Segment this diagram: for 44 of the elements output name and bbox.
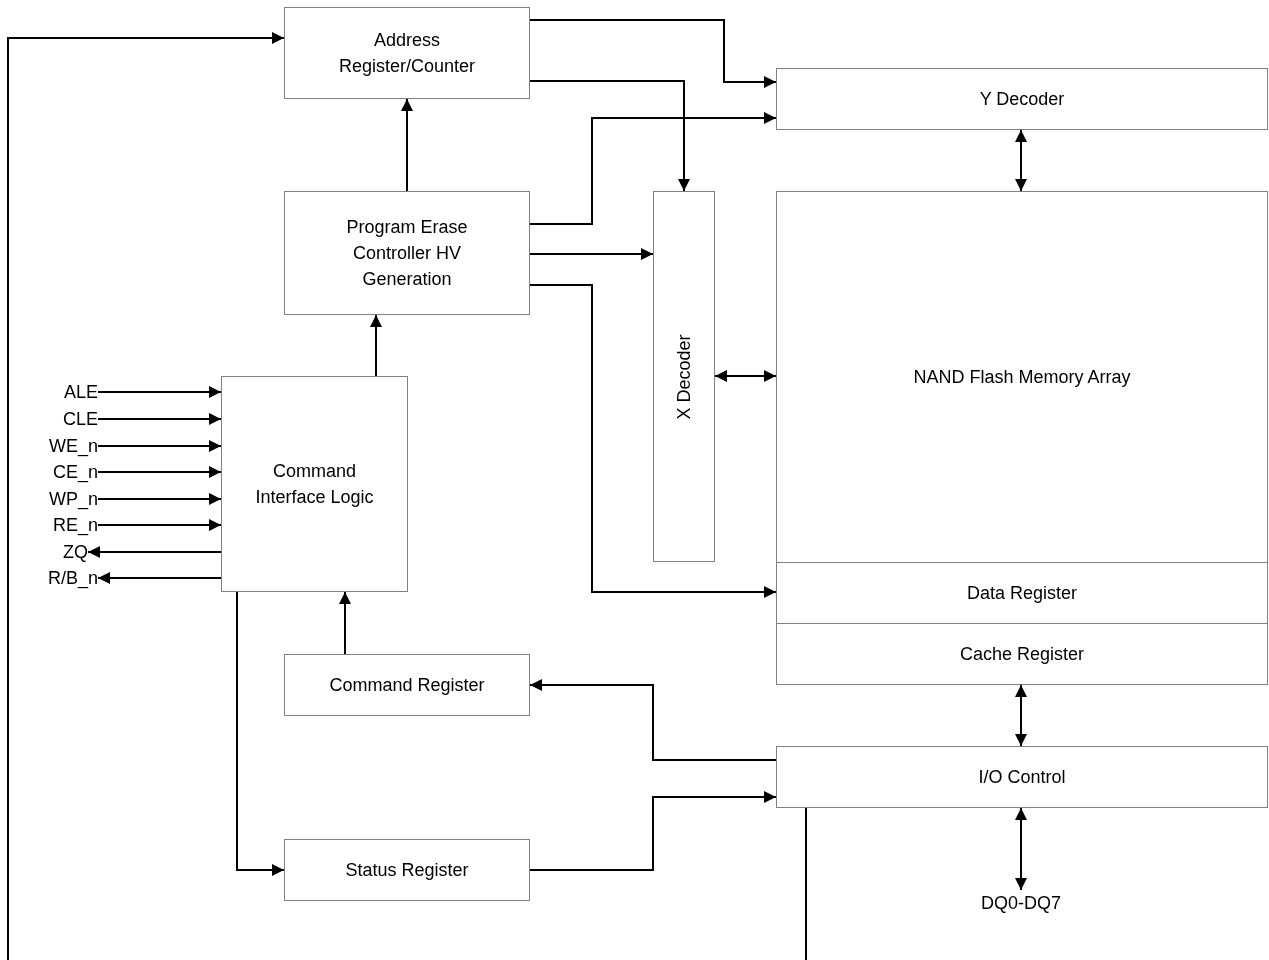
signal-label: R/B_n [30,567,98,589]
arrow [97,466,222,478]
arrow [87,546,222,558]
arrow [529,679,777,761]
block-box: Program Erase Controller HV Generation [284,191,530,315]
arrow [97,413,222,425]
arrow [529,791,777,871]
arrow [1015,129,1027,192]
arrow [401,98,413,192]
signal-label: RE_n [40,514,98,536]
block-box: NAND Flash Memory Array [776,191,1268,563]
arrow [714,370,777,382]
arrow [97,572,222,584]
block-box: Address Register/Counter [284,7,530,99]
signal-label: WP_n [40,488,98,510]
arrow [529,284,777,598]
signal-label: CLE [40,408,98,430]
block-box: Command Interface Logic [221,376,408,592]
arrow [529,112,777,225]
arrow [97,519,222,531]
block-box: Data Register [776,562,1268,624]
block-box: Cache Register [776,623,1268,685]
block-box: Command Register [284,654,530,716]
block-box: Status Register [284,839,530,901]
signal-label: CE_n [40,461,98,483]
block-box: I/O Control [776,746,1268,808]
block-box: Y Decoder [776,68,1268,130]
signal-label: WE_n [40,435,98,457]
arrow [529,19,777,88]
arrow [97,440,222,452]
arrow [1015,807,1027,891]
signal-label: ZQ [40,541,88,563]
arrow [339,591,351,655]
arrow [1015,684,1027,747]
arrow [97,493,222,505]
block-box: X Decoder [653,191,715,562]
arrow [7,32,807,960]
signal-label: ALE [40,381,98,403]
arrow [529,248,654,260]
arrow [97,386,222,398]
signal-label: DQ0-DQ7 [961,890,1081,916]
arrow [370,314,382,377]
arrow [529,80,690,192]
arrow [236,591,285,876]
